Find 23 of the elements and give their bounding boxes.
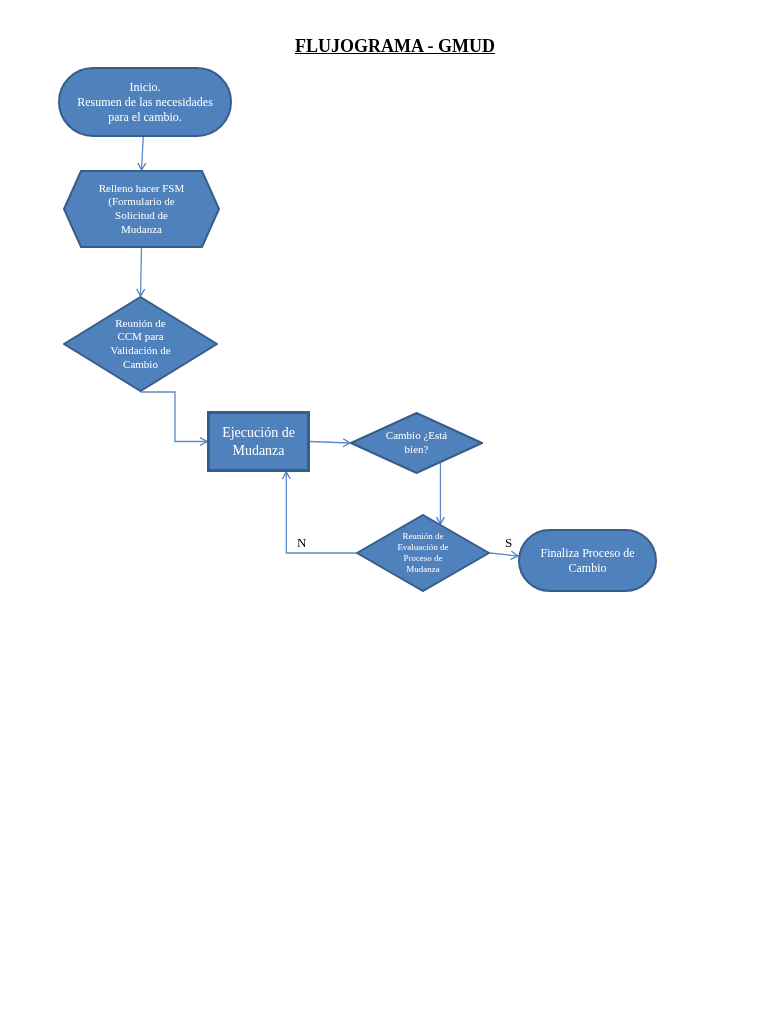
arrow [281,471,357,554]
arrow [139,391,208,447]
node-text: Ejecución de Mudanza [221,424,296,459]
edge-label: S [504,536,514,549]
arrow [137,136,147,171]
decision-diamond [356,514,490,592]
node-text: Inicio. [129,79,161,95]
process-box [207,411,310,472]
node-text: Relleno hacer FSM (Formulario de Solicitud de Mudanza [97,181,186,237]
diagram-title: FLUJOGRAMA - GMUD [294,35,496,58]
process-hexagon [63,170,220,248]
decision-diamond [63,296,218,392]
node-text: Resumen de las necesidades para el cambio. [76,94,214,125]
node-text: Reunión de Evaluación de Proceso de Mudanza [396,530,450,576]
arrow [309,438,351,448]
arrow [136,247,146,297]
edge-label: N [296,536,308,549]
node-text: Finaliza Proceso de Cambio [539,545,636,576]
arrow [489,550,519,560]
node-text: Cambio ¿Está bien? [384,429,449,457]
decision-diamond [350,412,483,474]
node-text: Reunión de CCM para Validación de Cambio [109,316,172,372]
arrow [435,462,446,525]
